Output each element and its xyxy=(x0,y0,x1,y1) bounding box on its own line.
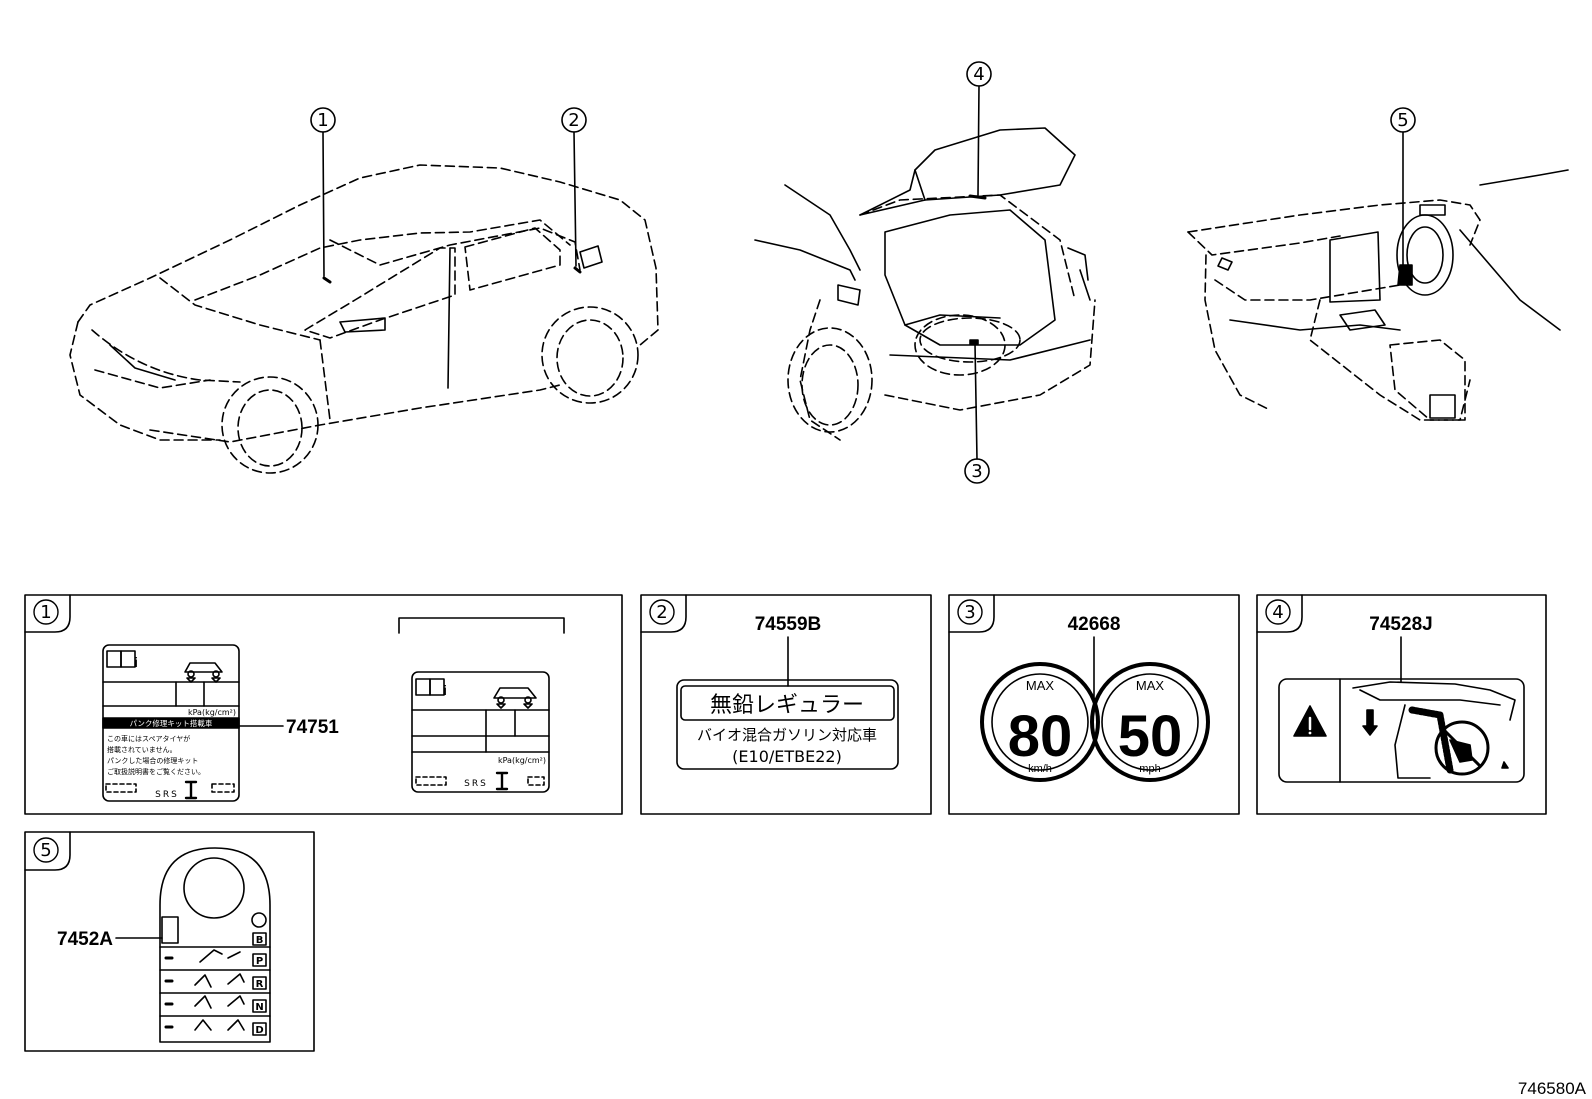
panel-4-frame xyxy=(1256,594,1547,815)
callout-leader-2 xyxy=(561,107,587,267)
speed-left-unit: km/h xyxy=(1028,763,1052,775)
label-a-note-2: 搭載されていません。 xyxy=(107,745,177,754)
dashboard-view xyxy=(1187,169,1569,421)
label-74559b-fuel xyxy=(676,636,899,770)
label-74528j-hatch-warning xyxy=(1278,636,1525,783)
label-b-unit: kPa(kg/cm²) xyxy=(498,756,546,765)
callout-4-number: 4 xyxy=(973,64,984,85)
car-rear-view xyxy=(754,127,1096,441)
gear-letter-r: R xyxy=(256,979,264,990)
callout-5-number: 5 xyxy=(1397,110,1408,131)
car-side-view xyxy=(69,164,659,474)
speed-right-max: MAX xyxy=(1136,678,1165,693)
speed-right-value: 50 xyxy=(1118,704,1183,769)
callout-3-number: 3 xyxy=(971,461,982,482)
label-a-band: パンク修理キット搭載車 xyxy=(130,718,213,728)
part-number-74751: 74751 xyxy=(286,717,339,738)
panel-4-badge: 4 xyxy=(1272,602,1283,623)
label-b-srs: SRS xyxy=(464,779,488,789)
label-a-note-4: ご取扱説明書をご覧ください。 xyxy=(107,767,205,776)
fuel-label-line-1: 無鉛レギュラー xyxy=(710,693,864,718)
svg-text:i: i xyxy=(134,654,138,670)
panel-2-frame xyxy=(640,594,932,815)
svg-text:i: i xyxy=(443,682,447,698)
fuel-label-line-3: (E10/ETBE22) xyxy=(732,747,842,766)
figure-id: 746580A xyxy=(1518,1079,1587,1098)
part-number-7452a: 7452A xyxy=(57,929,113,950)
part-number-42668: 42668 xyxy=(1068,614,1121,635)
speed-left-value: 80 xyxy=(1008,704,1073,769)
part-number-74528j: 74528J xyxy=(1369,614,1432,635)
label-74751-tire-info: i xyxy=(102,644,240,802)
callout-leader-1 xyxy=(310,107,336,277)
panel-3-frame xyxy=(948,594,1240,815)
panel-3-badge: 3 xyxy=(964,602,975,623)
panel-5-frame xyxy=(24,831,315,1052)
callout-1-number: 1 xyxy=(317,110,328,131)
callout-leader-4 xyxy=(966,61,992,196)
label-42668-speed xyxy=(980,636,1210,782)
callout-2-number: 2 xyxy=(568,110,579,131)
gear-letter-p: P xyxy=(256,956,263,967)
label-a-note-3: パンクした場合の修理キット xyxy=(107,756,198,765)
label-7452a-shift xyxy=(115,847,271,1043)
fuel-label-line-2: バイオ混合ガソリン対応車 xyxy=(697,726,877,744)
gear-letter-b: B xyxy=(256,935,264,946)
callout-leader-5 xyxy=(1390,107,1416,269)
panel-2-badge: 2 xyxy=(656,602,667,623)
speed-right-unit: mph xyxy=(1139,763,1160,775)
label-a-srs: SRS xyxy=(155,790,179,800)
gear-letter-d: D xyxy=(255,1025,263,1036)
gear-letter-n: N xyxy=(255,1002,263,1013)
part-number-74559b: 74559B xyxy=(755,614,822,635)
speed-left-max: MAX xyxy=(1026,678,1055,693)
label-tire-info-variant: i xyxy=(398,617,565,793)
panel-1-badge: 1 xyxy=(40,602,51,623)
callout-leader-3 xyxy=(964,343,990,484)
panel-5-badge: 5 xyxy=(40,840,51,861)
label-a-unit: kPa(kg/cm²) xyxy=(188,708,236,717)
panel-1-frame xyxy=(24,594,623,815)
label-a-note-1: この車にはスペアタイヤが xyxy=(107,734,190,743)
